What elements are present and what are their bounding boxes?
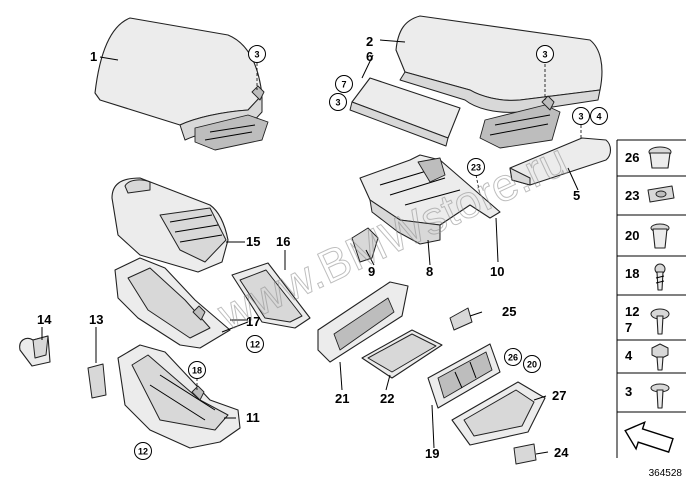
callout-23: 23 bbox=[467, 158, 485, 176]
callout-6: 6 bbox=[366, 49, 373, 64]
callout-9: 9 bbox=[368, 264, 375, 279]
circled-callouts: 3 7 3 3 3 4 23 12 18 12 26 20 bbox=[134, 45, 608, 460]
svg-text:18: 18 bbox=[192, 366, 202, 376]
flange-screw-icon bbox=[650, 383, 670, 409]
plug-icon bbox=[650, 223, 670, 249]
callout-3-c: 3 bbox=[536, 45, 554, 63]
callout-24: 24 bbox=[554, 445, 569, 460]
part-mat bbox=[231, 262, 311, 329]
callout-3-b: 3 bbox=[329, 93, 347, 111]
part-lid-lining bbox=[349, 77, 461, 147]
part-console-base bbox=[111, 177, 229, 273]
callout-5: 5 bbox=[573, 188, 580, 203]
callout-4: 4 bbox=[590, 107, 608, 125]
part-upper-lid bbox=[395, 15, 603, 149]
panel-label-20: 20 bbox=[625, 228, 639, 243]
part-clip-9 bbox=[351, 227, 379, 263]
callout-25: 25 bbox=[502, 304, 516, 319]
callout-12-a: 12 bbox=[246, 335, 264, 353]
panel-label-4: 4 bbox=[625, 348, 633, 363]
callout-20: 20 bbox=[523, 355, 541, 373]
svg-text:12: 12 bbox=[138, 447, 148, 457]
part-clip-14 bbox=[19, 335, 51, 367]
svg-text:7: 7 bbox=[341, 80, 346, 90]
grommet-icon bbox=[648, 146, 672, 169]
part-armrest-lid bbox=[94, 17, 269, 151]
panel-label-26: 26 bbox=[625, 150, 639, 165]
callout-14: 14 bbox=[37, 312, 52, 327]
svg-text:26: 26 bbox=[508, 353, 518, 363]
part-cap-24 bbox=[513, 443, 537, 465]
callout-19: 19 bbox=[425, 446, 439, 461]
part-button-25 bbox=[449, 307, 473, 331]
part-panel-19 bbox=[427, 343, 501, 409]
svg-text:23: 23 bbox=[471, 163, 481, 173]
svg-text:3: 3 bbox=[335, 98, 340, 108]
callout-2: 2 bbox=[366, 34, 373, 49]
callout-8: 8 bbox=[426, 264, 433, 279]
callout-13: 13 bbox=[89, 312, 103, 327]
callout-12-b: 12 bbox=[134, 442, 152, 460]
hex-bolt-icon bbox=[651, 343, 669, 371]
svg-text:3: 3 bbox=[254, 50, 259, 60]
callout-11: 11 bbox=[246, 410, 260, 425]
arrow-icon bbox=[624, 420, 674, 453]
screw-icon bbox=[654, 263, 666, 291]
part-console-frame bbox=[117, 344, 241, 449]
washer-screw-icon bbox=[650, 308, 670, 335]
callout-21: 21 bbox=[335, 391, 349, 406]
callout-7: 7 bbox=[335, 75, 353, 93]
clip-nut-icon bbox=[647, 185, 675, 203]
part-pad bbox=[87, 363, 107, 399]
panel-label-23: 23 bbox=[625, 188, 639, 203]
part-lower-tray bbox=[114, 257, 231, 349]
callout-22: 22 bbox=[380, 391, 394, 406]
callout-1: 1 bbox=[90, 49, 97, 64]
part-grille-22 bbox=[361, 329, 443, 379]
svg-text:3: 3 bbox=[578, 112, 583, 122]
callout-labels: 1 2 6 5 9 8 10 15 16 17 14 13 11 25 21 2… bbox=[37, 34, 580, 461]
part-frame-21 bbox=[317, 281, 409, 363]
callout-10: 10 bbox=[490, 264, 504, 279]
small-screws bbox=[191, 85, 555, 401]
panel-label-7: 7 bbox=[625, 320, 632, 335]
callout-18: 18 bbox=[188, 361, 206, 379]
callout-27: 27 bbox=[552, 388, 566, 403]
panel-label-18: 18 bbox=[625, 266, 639, 281]
svg-text:20: 20 bbox=[527, 360, 537, 370]
callout-3-a: 3 bbox=[248, 45, 266, 63]
callout-15: 15 bbox=[246, 234, 260, 249]
svg-text:4: 4 bbox=[596, 112, 601, 122]
svg-text:12: 12 bbox=[250, 340, 260, 350]
panel-label-12: 12 bbox=[625, 304, 639, 319]
leader-lines bbox=[41, 39, 582, 455]
panel-label-3: 3 bbox=[625, 384, 632, 399]
part-bezel-27 bbox=[451, 381, 546, 446]
part-bracket bbox=[359, 154, 501, 245]
callout-26: 26 bbox=[504, 348, 522, 366]
diagram-id: 364528 bbox=[649, 468, 683, 479]
callout-3-d: 3 bbox=[572, 107, 590, 125]
part-cover-5 bbox=[509, 137, 612, 186]
callout-17: 17 bbox=[246, 314, 260, 329]
fastener-panel: 26 23 20 18 12 7 4 3 bbox=[616, 139, 686, 458]
callout-16: 16 bbox=[276, 234, 290, 249]
svg-text:3: 3 bbox=[542, 50, 547, 60]
